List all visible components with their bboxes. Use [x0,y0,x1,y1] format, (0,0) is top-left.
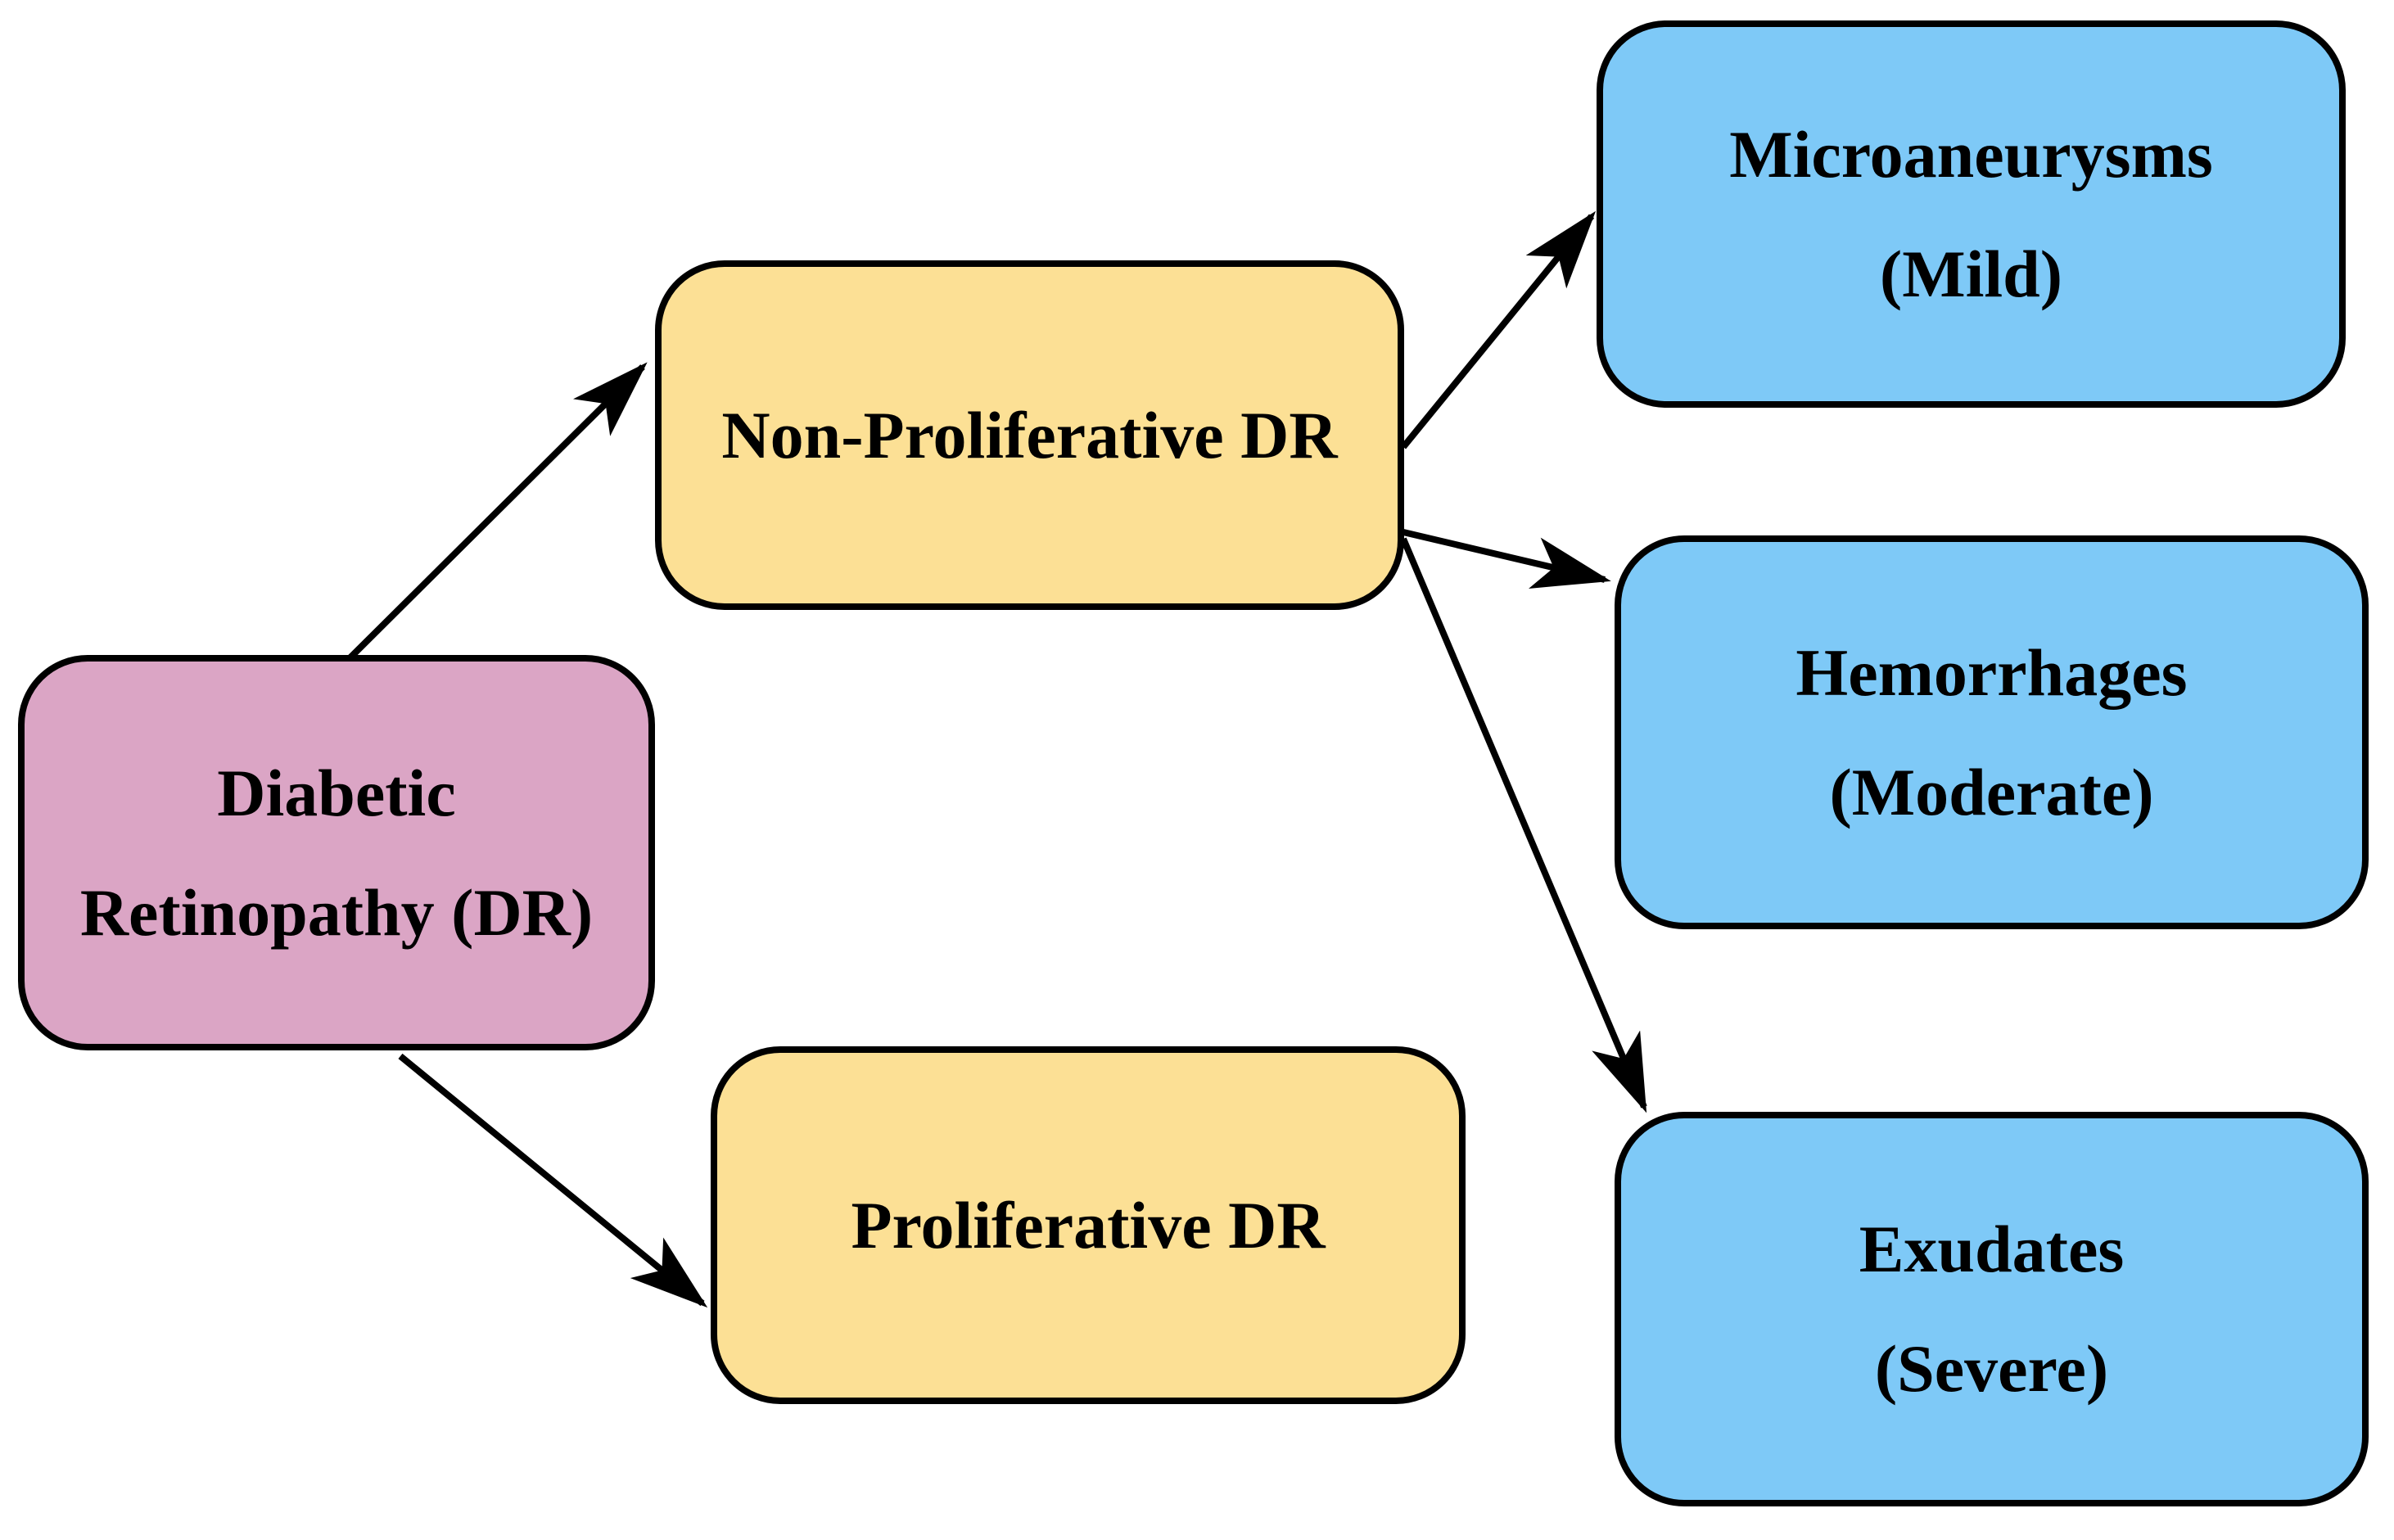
node-diabetic-retinopathy: Diabetic Retinopathy (DR) [18,655,655,1050]
node-exudates-label-line2: (Severe) [1874,1331,2109,1406]
node-microaneurysms-mild: Microaneurysms (Mild) [1597,20,2346,408]
node-proliferative-dr: Proliferative DR [711,1046,1466,1404]
node-diabetic-retinopathy-label-line1: Diabetic [217,755,456,830]
node-microaneurysms-label-line2: (Mild) [1879,236,2063,311]
edge-npdr-to-mild [1400,210,1597,449]
edge-dr-to-pdr [398,1053,708,1308]
node-hemorrhages-moderate: Hemorrhages (Moderate) [1615,535,2369,929]
node-proliferative-dr-label: Proliferative DR [851,1187,1326,1262]
node-non-proliferative-dr-label: Non-Proliferative DR [721,397,1338,472]
node-hemorrhages-label-line2: (Moderate) [1829,754,2154,829]
edge-npdr-to-moderate [1403,529,1611,589]
node-microaneurysms-label-line1: Microaneurysms [1729,116,2213,192]
node-non-proliferative-dr: Non-Proliferative DR [655,260,1404,610]
edge-npdr-to-severe [1400,537,1647,1113]
node-exudates-severe: Exudates (Severe) [1615,1112,2369,1506]
edge-dr-to-npdr [346,362,648,662]
node-exudates-label-line1: Exudates [1859,1212,2125,1287]
node-diabetic-retinopathy-label-line2: Retinopathy (DR) [79,874,594,950]
node-hemorrhages-label-line1: Hemorrhages [1796,635,2188,710]
